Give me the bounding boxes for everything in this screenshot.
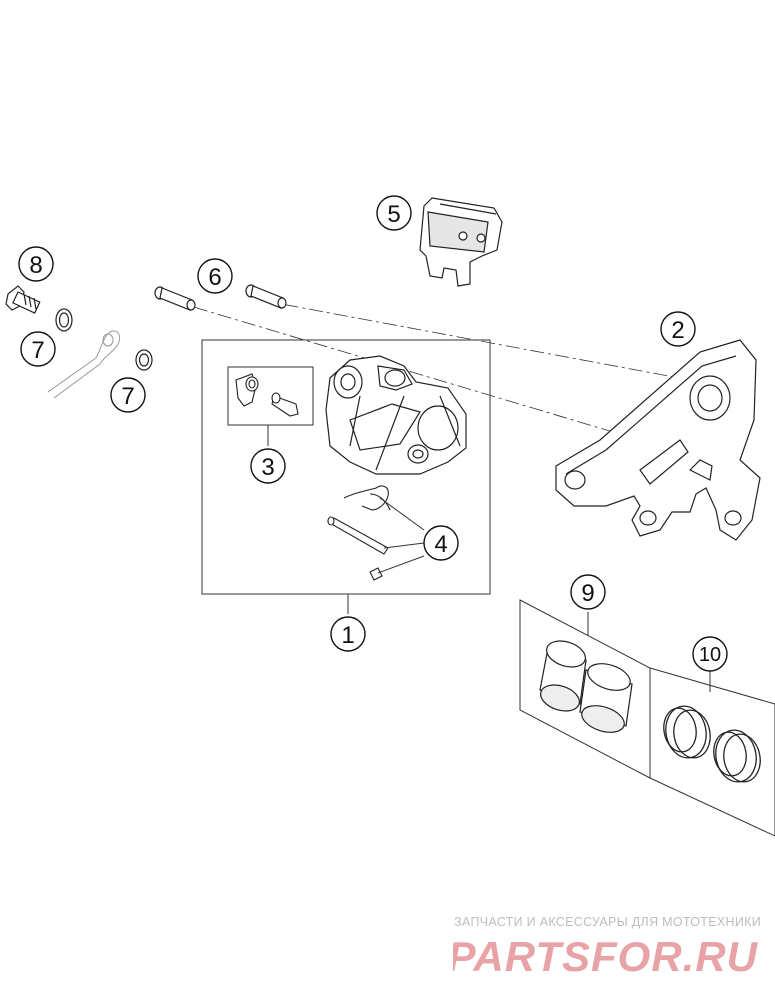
banjo-bolt-part — [5, 285, 41, 314]
caliper-assembly-box — [201, 339, 491, 595]
caliper-bracket-part — [555, 339, 761, 541]
svg-text:7: 7 — [121, 383, 134, 410]
callout-1: 1 — [330, 616, 366, 652]
callout-6: 6 — [197, 258, 233, 294]
svg-text:7: 7 — [31, 337, 44, 364]
leader-lines — [377, 497, 425, 574]
svg-text:PARTSFOR.RU: PARTSFOR.RU — [453, 933, 759, 980]
svg-text:1: 1 — [341, 622, 354, 649]
brake-caliper-body — [325, 355, 467, 475]
callout-9: 9 — [570, 574, 606, 610]
callout-7b: 7 — [110, 377, 146, 413]
piston-part — [539, 640, 633, 733]
callout-4: 4 — [423, 525, 459, 561]
brake-hose — [47, 330, 121, 399]
brake-pad-part — [419, 197, 503, 287]
washer-part-2 — [135, 349, 153, 371]
svg-text:9: 9 — [581, 580, 594, 607]
bleeder-kit-box — [227, 366, 314, 426]
callout-7a: 7 — [20, 331, 56, 367]
svg-text:8: 8 — [29, 252, 42, 279]
pad-pin-clip-part — [326, 485, 391, 581]
svg-text:6: 6 — [208, 264, 221, 291]
seal-ring-part — [663, 705, 761, 783]
callout-10: 10 — [692, 636, 728, 672]
seal-kit-panel — [649, 667, 775, 837]
svg-text:2: 2 — [671, 317, 684, 344]
svg-text:3: 3 — [261, 454, 274, 481]
watermark-logo: PARTSFOR.RU — [453, 933, 759, 980]
callout-5: 5 — [376, 195, 412, 231]
callout-8: 8 — [18, 246, 54, 282]
svg-text:4: 4 — [434, 531, 447, 558]
svg-text:5: 5 — [387, 201, 400, 228]
bleeder-valve-part — [235, 373, 299, 417]
callout-2: 2 — [660, 311, 696, 347]
washer-part — [55, 308, 73, 332]
svg-text:10: 10 — [699, 644, 721, 666]
watermark-caption: ЗАПЧАСТИ И АКСЕССУАРЫ ДЛЯ МОТОТЕХНИКИ — [454, 915, 761, 929]
slide-pin-part — [154, 284, 287, 311]
callout-3: 3 — [250, 448, 286, 484]
